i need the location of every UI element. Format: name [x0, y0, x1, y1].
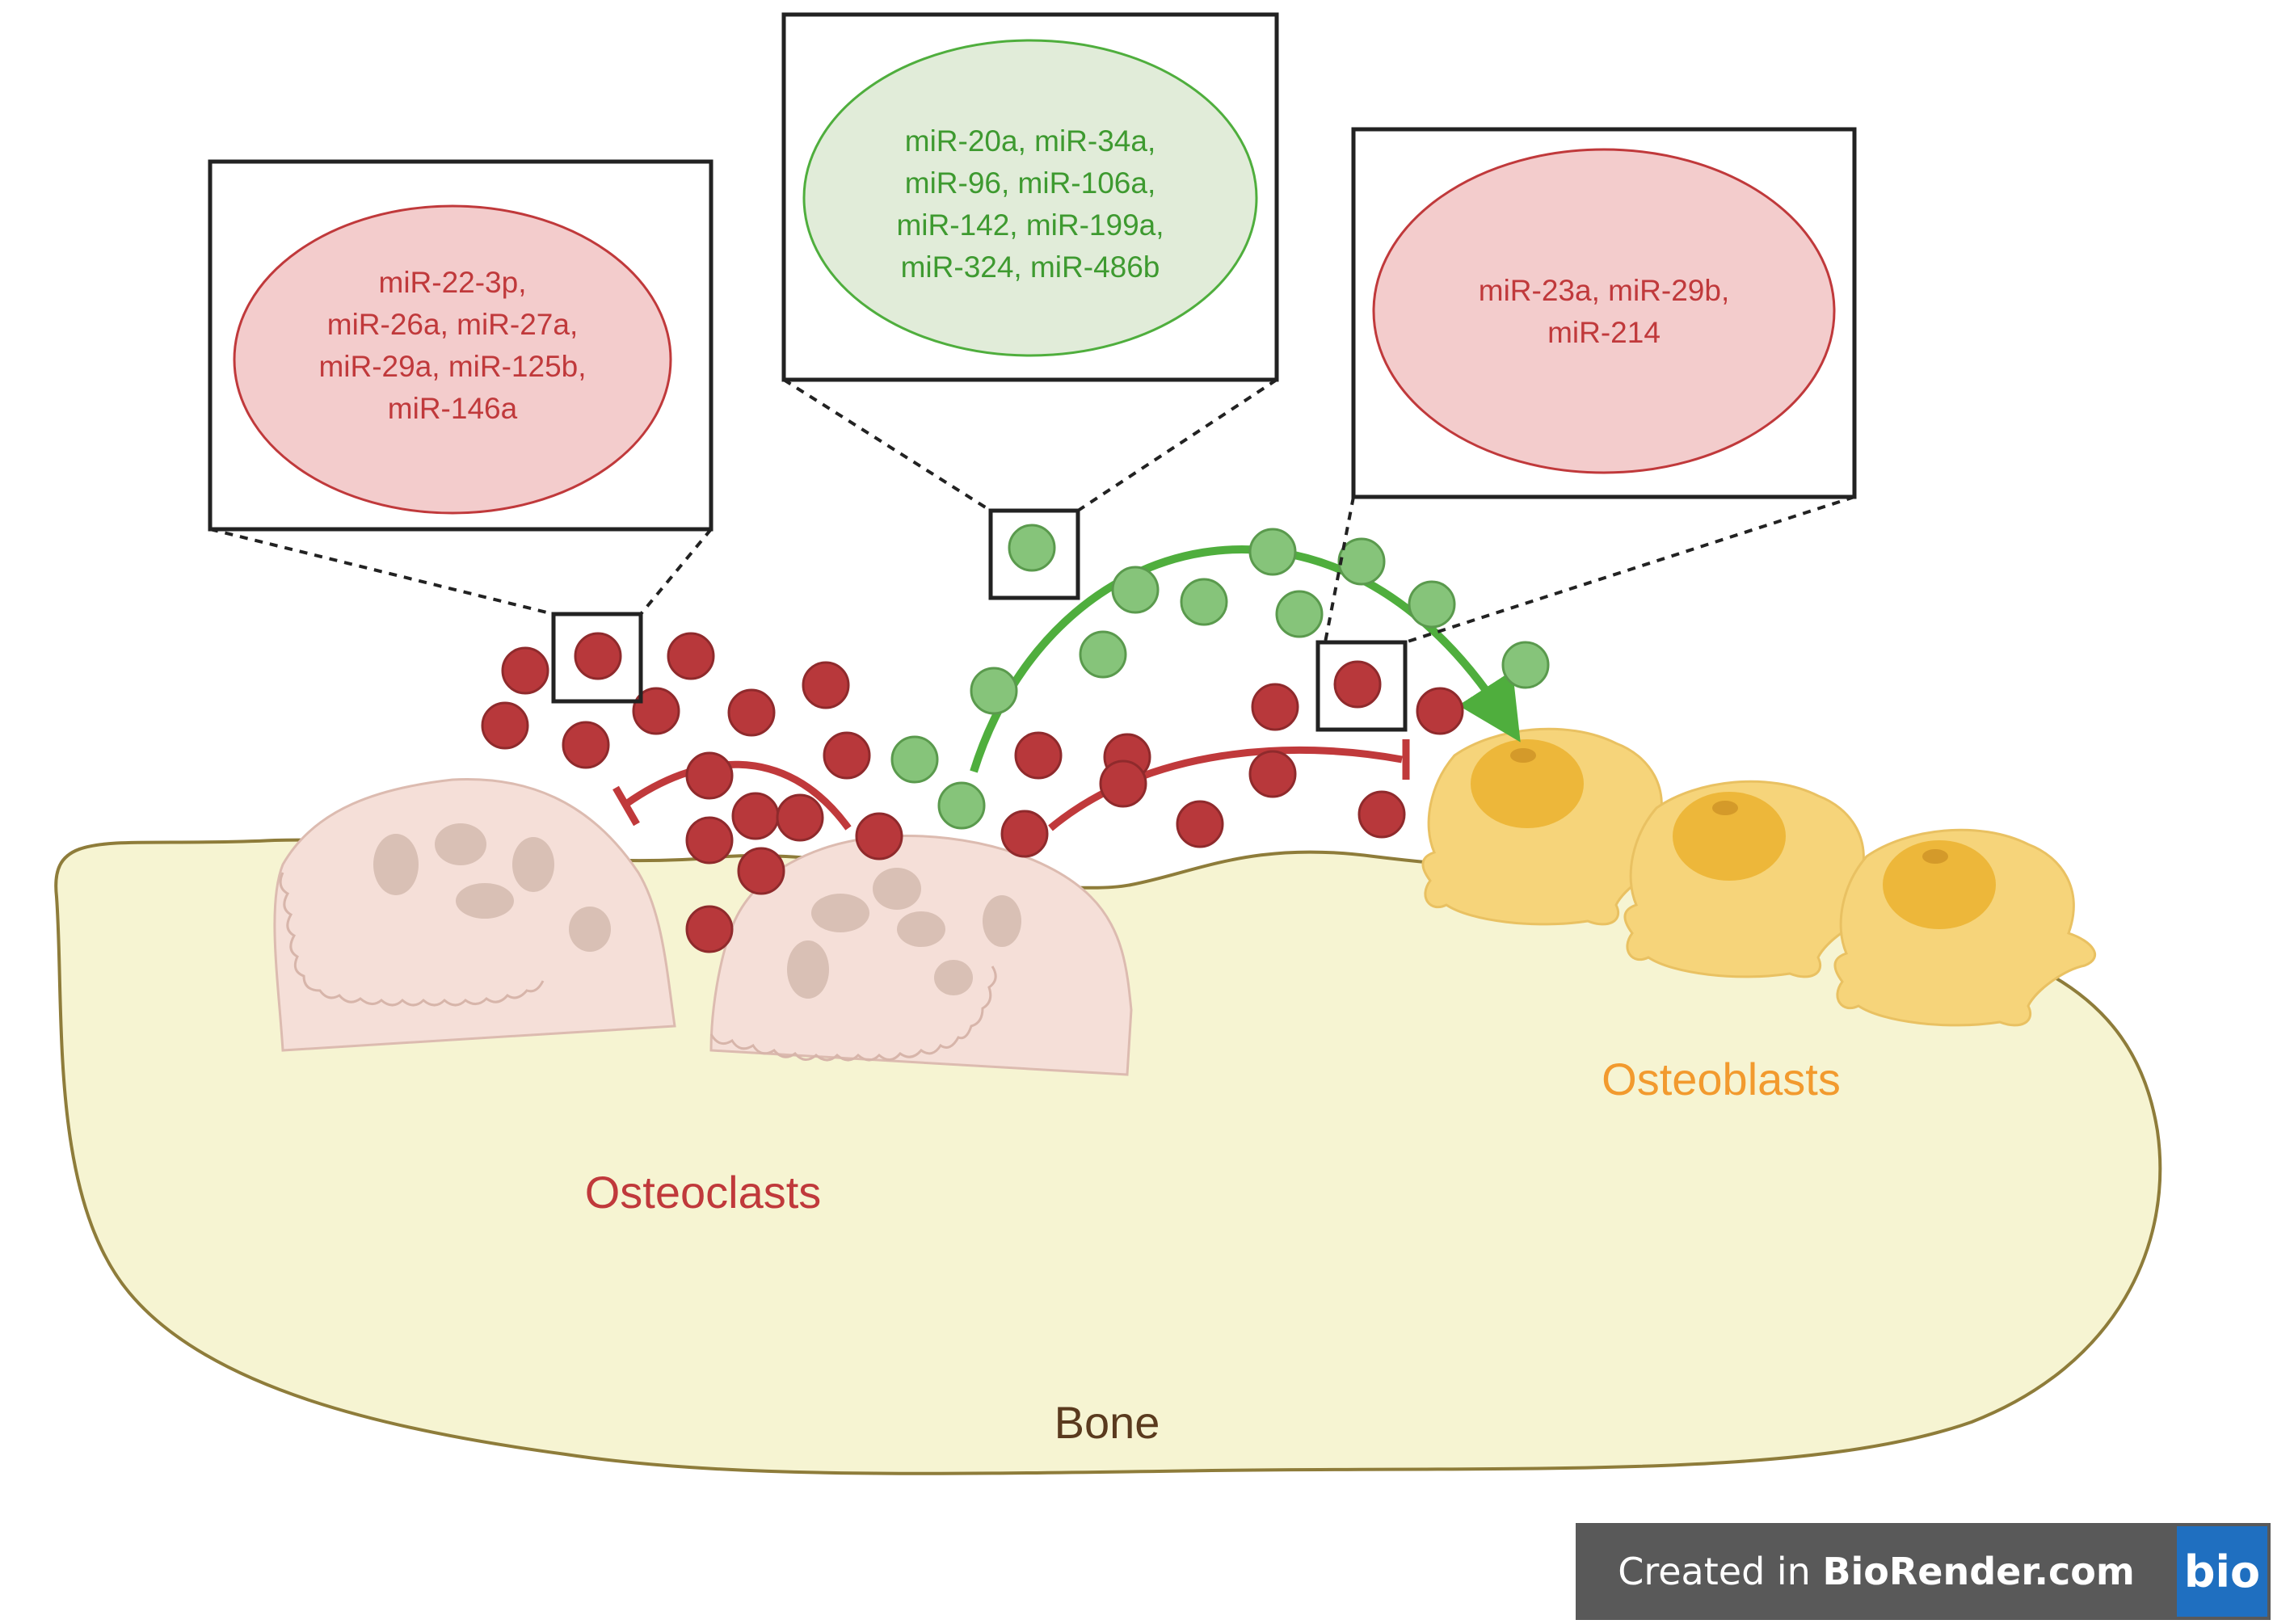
red-vesicle-26: [1357, 790, 1406, 839]
center-mirna-line-4: miR-324, miR-486b: [901, 250, 1160, 284]
green-vesicle-4: [1248, 528, 1297, 576]
red-vesicle-10: [823, 731, 871, 780]
red-vesicle-23: [1248, 750, 1297, 798]
green-vesicle-6: [1337, 537, 1386, 586]
badge-prefix: Created in: [1618, 1550, 1823, 1593]
red-vesicle-3: [667, 632, 715, 680]
red-vesicle-2: [574, 632, 622, 680]
center-mirna-line-1: miR-20a, miR-34a,: [905, 124, 1155, 158]
zoom-square-left: [551, 612, 643, 704]
green-vesicle-7: [1408, 580, 1456, 629]
biorender-logo-icon: bio: [2177, 1526, 2267, 1617]
green-vesicle-11: [1079, 630, 1127, 679]
red-vesicle-1: [501, 646, 549, 695]
red-inhibition-bar-left: [612, 785, 640, 827]
green-vesicle-9: [890, 735, 939, 784]
red-vesicle-21: [1176, 800, 1224, 848]
red-vesicle-19: [1000, 810, 1049, 858]
red-inhibition-arc-right: [1048, 746, 1403, 831]
left-mirna-line-4: miR-146a: [388, 392, 518, 425]
callout-box-right: miR-23a, miR-29b, miR-214: [1351, 127, 1857, 499]
bone-label: Bone: [1054, 1397, 1160, 1448]
red-vesicle-14: [737, 847, 785, 895]
left-mirna-line-2: miR-26a, miR-27a,: [327, 308, 578, 341]
red-vesicle-22: [1251, 683, 1299, 731]
osteoclast-cell-left: [273, 777, 676, 1052]
red-vesicle-4: [481, 701, 529, 750]
biorender-badge: Created in BioRender.com bio: [1576, 1523, 2271, 1620]
badge-text: Created in BioRender.com: [1576, 1550, 2177, 1593]
right-mirna-line-1: miR-23a, miR-29b,: [1479, 274, 1729, 307]
red-vesicle-11: [731, 792, 780, 840]
green-vesicle-3: [1180, 578, 1228, 626]
zoom-square-right: [1315, 640, 1408, 732]
green-vesicle-1: [1008, 524, 1056, 572]
callout-box-center: miR-20a, miR-34a, miR-96, miR-106a, miR-…: [781, 12, 1279, 382]
red-vesicle-20: [1099, 759, 1147, 808]
osteoblasts-label: Osteoblasts: [1602, 1054, 1841, 1104]
red-inhibition-arc-left: [624, 760, 852, 831]
green-vesicle-5: [1275, 590, 1324, 638]
green-vesicle-8: [970, 667, 1018, 715]
red-vesicles: [481, 632, 1464, 953]
green-vesicles: [890, 524, 1550, 830]
red-vesicle-8: [802, 661, 850, 709]
red-vesicle-13: [685, 816, 734, 865]
badge-brand: BioRender.com: [1822, 1550, 2135, 1593]
red-vesicle-7: [727, 688, 776, 737]
osteoblast-cell-3: [1833, 828, 2096, 1027]
green-vesicle-10: [937, 781, 986, 830]
red-vesicle-12: [776, 793, 824, 842]
callout-box-left: miR-22-3p, miR-26a, miR-27a, miR-29a, mi…: [208, 159, 713, 532]
left-mirna-line-3: miR-29a, miR-125b,: [318, 350, 586, 383]
left-mirna-line-1: miR-22-3p,: [379, 266, 527, 299]
red-vesicle-17: [1014, 731, 1063, 780]
center-mirna-line-3: miR-142, miR-199a,: [896, 208, 1164, 242]
osteoclasts-label: Osteoclasts: [585, 1167, 822, 1218]
green-vesicle-2: [1111, 566, 1160, 614]
red-vesicle-15: [855, 812, 903, 860]
red-vesicle-9: [685, 751, 734, 800]
osteoblast-cell-2: [1623, 780, 1886, 978]
red-vesicle-25: [1416, 687, 1464, 735]
center-mirna-line-2: miR-96, miR-106a,: [905, 166, 1155, 200]
zoom-connectors: [209, 378, 1855, 644]
red-vesicle-24: [1333, 660, 1382, 709]
osteoblast-cell-1: [1421, 727, 1684, 926]
red-vesicle-5: [562, 721, 610, 769]
right-mirna-line-2: miR-214: [1547, 316, 1661, 349]
zoom-square-center: [988, 508, 1080, 600]
red-vesicle-16: [685, 905, 734, 953]
green-vesicle-12: [1501, 641, 1550, 689]
osteoclast-cell-center: [709, 834, 1133, 1076]
red-vesicle-6: [632, 687, 680, 735]
